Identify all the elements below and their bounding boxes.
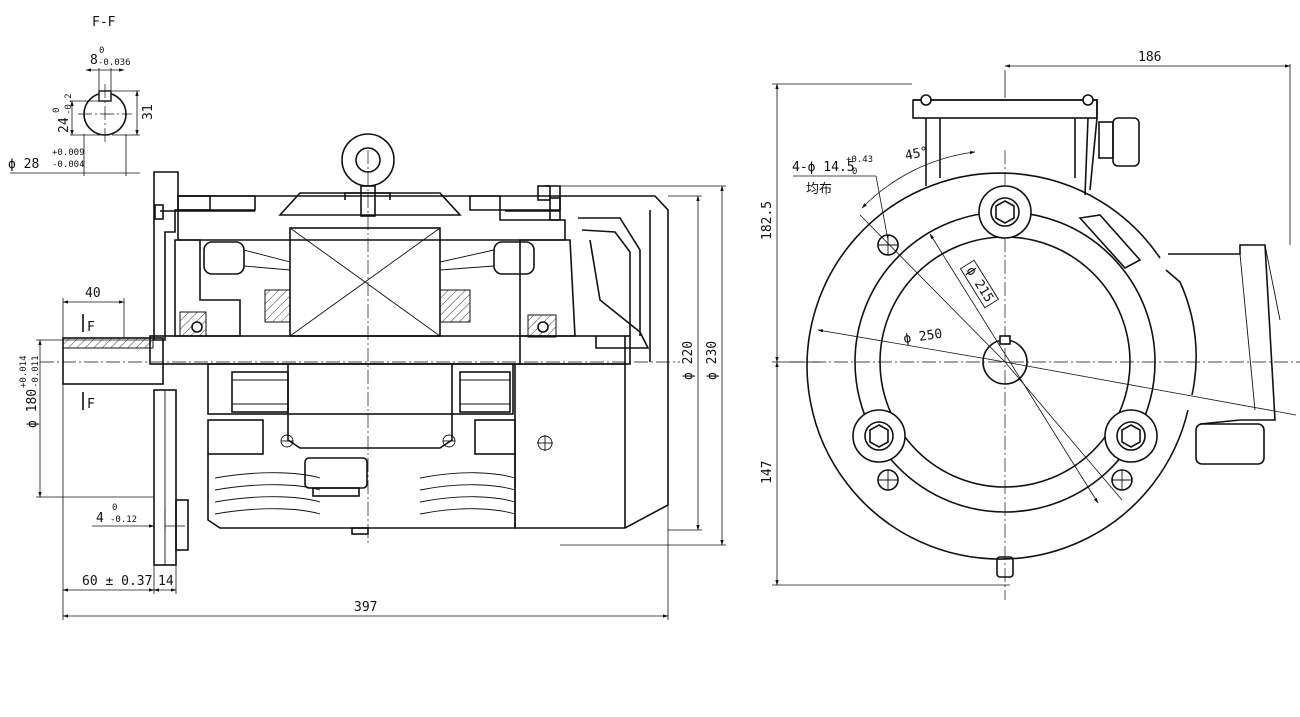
drain-plug [996,556,1014,578]
fan [589,239,650,349]
rotor-shaft [149,335,631,365]
width-to-tbox-value: 186 [1138,50,1161,65]
overall-length-value: 397 [354,600,377,615]
shaft-dia-tol-upper: +0.009 [52,148,85,158]
flange-dia-value: ϕ 250 [902,327,943,347]
through-bolt-rear [549,197,561,221]
height-below-axis-value: 147 [760,461,775,484]
key-depth-tol-upper: 0 [52,108,62,113]
spigot-dia-tol-lower: -0.011 [31,355,41,388]
key-depth-value: 24 [57,117,72,133]
front-bearing [191,321,203,333]
body-dia-220-value: ϕ 220 [681,341,696,380]
through-bolt-front [154,204,164,220]
shaft-dia-value: ϕ 28 [8,157,39,172]
key-width-tol-upper: 0 [99,46,104,56]
shaft-overall-value: 60 ± 0.37 [82,574,152,589]
key-section-view: F-F 8 0 -0.036 24 0 -0.2 31 ϕ 28 +0.009 … [8,15,156,176]
flange-outline [806,172,1189,560]
spigot-dia-value: ϕ 180 [25,389,40,428]
shaft-key [999,335,1011,345]
fan-cowl [514,185,669,529]
mounting-boss-left [852,409,906,463]
mounting-boss-right [1104,409,1158,463]
winding-rear [493,241,535,275]
shaft-dia-tol-lower: -0.004 [52,160,85,170]
lifting-eye-inner [355,147,381,173]
rear-bearing [537,321,549,333]
cable-gland-right [1112,117,1140,167]
spigot-dia-tol-upper: +0.014 [19,355,29,388]
section-mark-bottom: F [87,397,95,412]
lifting-eye-stem [360,185,376,217]
key-width-value: 8 [90,53,98,68]
winding-front [203,241,245,275]
shaft-length-40: 40 [85,286,101,301]
angle-value: 45° [904,144,930,164]
cable-gland-side [1195,423,1265,465]
side-terminal-box [1168,244,1276,425]
key-depth-tol-lower: -0.2 [64,93,74,115]
spigot-depth-tol-lower: -0.12 [110,515,137,525]
front-flange-upper [153,171,211,341]
holes-tol-lower: 0 [852,167,857,177]
terminal-box-base [287,364,453,449]
key-width-tol-lower: -0.036 [98,58,131,68]
key-height-value: 31 [141,104,156,120]
spigot-depth-tol-upper: 0 [112,503,117,513]
flange-thickness-value: 14 [158,574,174,589]
stator-core [289,227,441,337]
mounting-boss-top [978,185,1032,239]
holes-callout: 4-ϕ 14.5 [792,160,855,175]
cable-gland-bottom [304,457,368,489]
top-cover [278,192,462,216]
end-view: 45° 4-ϕ 14.5 +0.43 0 均布 ϕ 215 ϕ 250 186 … [760,50,1300,600]
holes-note: 均布 [806,182,832,197]
body-dia-230-value: ϕ 230 [705,341,720,380]
terminal-box-lid [912,99,1098,119]
section-title: F-F [92,15,116,30]
spigot-depth-value: 4 [96,511,104,526]
holes-tol-upper: +0.43 [846,155,873,165]
section-mark-top: F [87,320,95,335]
height-above-axis-value: 182.5 [760,201,775,240]
side-section-view: 40 F F ϕ 180 +0.014 -0.011 4 0 -0.12 60 … [19,133,726,620]
